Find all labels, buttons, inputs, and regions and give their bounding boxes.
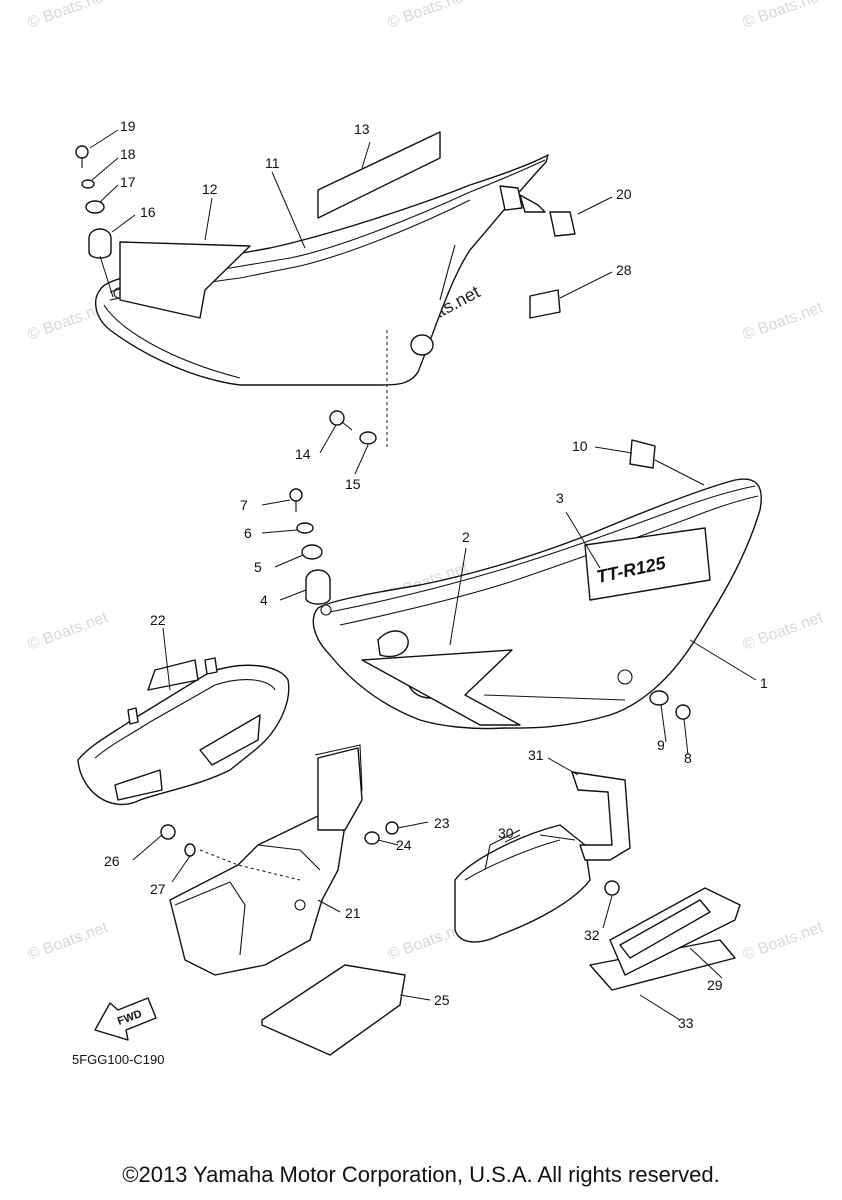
- callout-17: 17: [120, 174, 136, 190]
- emblem-12: [119, 241, 251, 319]
- cover-29-plate-33: [589, 887, 741, 991]
- callout-19: 19: [120, 118, 136, 134]
- watermark: © Boats.net: [386, 0, 471, 32]
- emblem-2: [361, 649, 521, 726]
- callout-32: 32: [584, 927, 600, 943]
- leader-lines: [89, 129, 757, 1021]
- fasteners-23-24-26-27: [160, 821, 399, 857]
- callout-11: 11: [265, 155, 280, 171]
- callout-10: 10: [572, 438, 588, 454]
- watermark: © Boats.net: [26, 0, 111, 32]
- watermark: © Boats.net: [26, 609, 111, 654]
- handle-31: [571, 771, 631, 861]
- callout-7: 7: [240, 497, 248, 513]
- callout-13: 13: [354, 121, 370, 137]
- grommet-10: [629, 439, 656, 469]
- callout-18: 18: [120, 146, 136, 162]
- callout-23: 23: [434, 815, 450, 831]
- callout-26: 26: [104, 853, 120, 869]
- fasteners-14-15: [329, 330, 388, 450]
- callout-28: 28: [616, 262, 632, 278]
- diagram-code: 5FGG100-C190: [72, 1052, 165, 1067]
- callout-14: 14: [295, 446, 311, 462]
- callout-29: 29: [707, 977, 723, 993]
- decal-logo-3: [584, 527, 711, 601]
- callout-21: 21: [345, 905, 361, 921]
- copyright-notice: ©2013 Yamaha Motor Corporation, U.S.A. A…: [122, 1162, 720, 1187]
- callout-27: 27: [150, 881, 166, 897]
- callout-16: 16: [140, 204, 156, 220]
- callout-25: 25: [434, 992, 450, 1008]
- watermark: © Boats.net: [26, 919, 111, 964]
- callout-31: 31: [528, 747, 544, 763]
- bolt-32: [604, 880, 620, 896]
- callout-2: 2: [462, 529, 470, 545]
- callout-24: 24: [396, 837, 412, 853]
- watermark: © Boats.net: [741, 609, 826, 654]
- callout-20: 20: [616, 186, 632, 202]
- lower-side-cover: TT-R125: [312, 478, 762, 730]
- callout-30: 30: [498, 825, 514, 841]
- watermark: © Boats.net: [741, 0, 826, 32]
- callout-9: 9: [657, 737, 665, 753]
- callout-4: 4: [260, 592, 268, 608]
- mat-25: [261, 964, 406, 1056]
- callout-1: 1: [760, 675, 768, 691]
- watermark: © Boats.net: [741, 299, 826, 344]
- callout-12: 12: [202, 181, 218, 197]
- callout-33: 33: [678, 1015, 694, 1031]
- label-13: [317, 131, 441, 219]
- airbox-21: [169, 744, 363, 976]
- toolbox-30: [454, 824, 591, 943]
- fasteners-8-9: [649, 690, 691, 720]
- callout-6: 6: [244, 525, 252, 541]
- bracket-22: [77, 657, 290, 806]
- fwd-arrow: FWD: [94, 997, 157, 1041]
- callout-22: 22: [150, 612, 166, 628]
- callout-15: 15: [345, 476, 361, 492]
- grommet-20: [549, 211, 576, 237]
- callout-3: 3: [556, 490, 564, 506]
- fastener-stack-lower: [289, 488, 331, 605]
- fastener-stack-upper: [75, 145, 114, 298]
- callout-numbers: 19 18 17 16 12 11 13 20 28 14 15 10 3 2 …: [104, 118, 768, 1031]
- watermark: © Boats.net: [741, 919, 826, 964]
- callout-8: 8: [684, 750, 692, 766]
- block-28: [529, 289, 561, 319]
- callout-5: 5: [254, 559, 262, 575]
